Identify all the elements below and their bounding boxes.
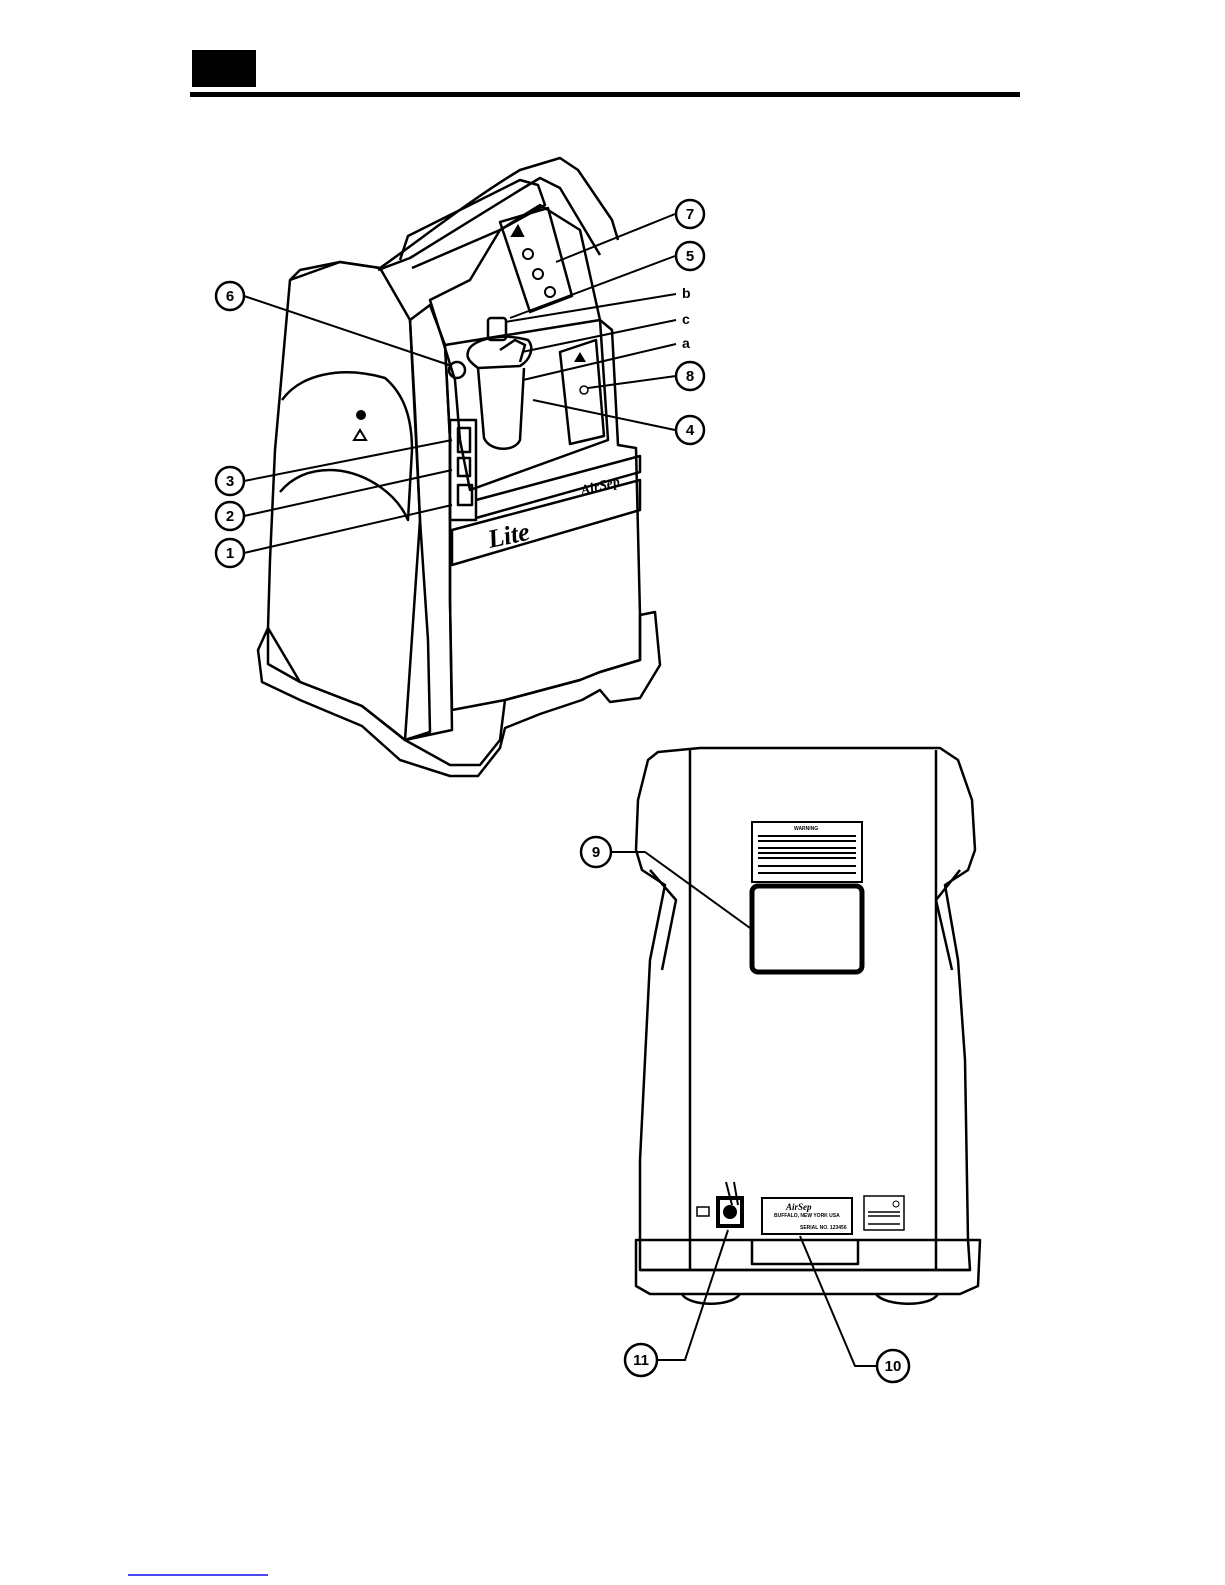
leader-8 bbox=[588, 376, 676, 388]
serial-label-address: BUFFALO, NEW YORK USA bbox=[774, 1213, 840, 1219]
flowmeter-indicators bbox=[512, 226, 555, 297]
rear-left-bulge bbox=[650, 870, 676, 970]
power-cord-plug bbox=[723, 1205, 737, 1219]
leader-7 bbox=[556, 214, 675, 262]
rear-base bbox=[636, 1240, 980, 1294]
flow-dot-1 bbox=[523, 249, 533, 259]
humidifier-outlet bbox=[500, 340, 525, 362]
leader-2 bbox=[244, 470, 452, 516]
front-side-arch bbox=[280, 372, 412, 520]
leader-lines bbox=[244, 214, 878, 1366]
serial-label-number: SERIAL NO. 123456 bbox=[800, 1225, 847, 1231]
callout-4: 4 bbox=[686, 422, 695, 439]
front-top-inner bbox=[378, 178, 600, 270]
header-rule bbox=[190, 92, 1020, 97]
certification-label bbox=[864, 1196, 904, 1230]
flow-triangle-icon bbox=[512, 226, 523, 236]
callout-1: 1 bbox=[226, 545, 234, 562]
callout-5: 5 bbox=[686, 248, 694, 265]
front-base bbox=[258, 612, 660, 776]
callout-11: 11 bbox=[633, 1352, 649, 1369]
callout-7: 7 bbox=[686, 206, 694, 223]
rear-base-step bbox=[752, 1240, 858, 1264]
front-panel bbox=[445, 320, 640, 710]
side-indicator-dot bbox=[356, 410, 366, 420]
leader-10 bbox=[800, 1236, 878, 1366]
front-top bbox=[290, 158, 618, 280]
rear-wheel-right bbox=[876, 1294, 938, 1304]
front-brand-lite: Lite bbox=[484, 517, 532, 554]
flow-dot-2 bbox=[533, 269, 543, 279]
callout-9: 9 bbox=[592, 844, 600, 861]
fuse-symbol bbox=[697, 1207, 709, 1216]
callout-6: 6 bbox=[226, 288, 234, 305]
flow-dot-3 bbox=[545, 287, 555, 297]
front-logo: AirSep bbox=[578, 475, 621, 499]
front-nameplate bbox=[452, 480, 640, 565]
leader-9 bbox=[609, 852, 750, 928]
alarm-triangle-icon bbox=[574, 352, 586, 362]
leader-c bbox=[522, 320, 676, 352]
side-triangle-icon bbox=[354, 430, 366, 440]
leader-5 bbox=[510, 256, 675, 318]
filter-access-panel bbox=[752, 886, 862, 972]
leader-6 bbox=[244, 296, 452, 366]
callout-3: 3 bbox=[226, 473, 234, 490]
letter-a: a bbox=[682, 335, 690, 351]
warning-label-title: WARNING bbox=[794, 826, 818, 832]
letter-b: b bbox=[682, 285, 691, 301]
header-black-box bbox=[192, 50, 256, 87]
callout-8: 8 bbox=[686, 368, 694, 385]
leader-b bbox=[505, 294, 676, 322]
front-left-side bbox=[268, 262, 430, 740]
serial-label-maker: AirSep bbox=[785, 1202, 812, 1212]
callout-2: 2 bbox=[226, 508, 234, 525]
letter-c: c bbox=[682, 311, 690, 327]
callout-10: 10 bbox=[885, 1358, 902, 1375]
rear-wheel-left bbox=[682, 1294, 740, 1304]
footer-link-underline bbox=[128, 1574, 268, 1576]
alarm-indicator bbox=[580, 386, 588, 394]
humidifier-bottle bbox=[478, 368, 524, 449]
